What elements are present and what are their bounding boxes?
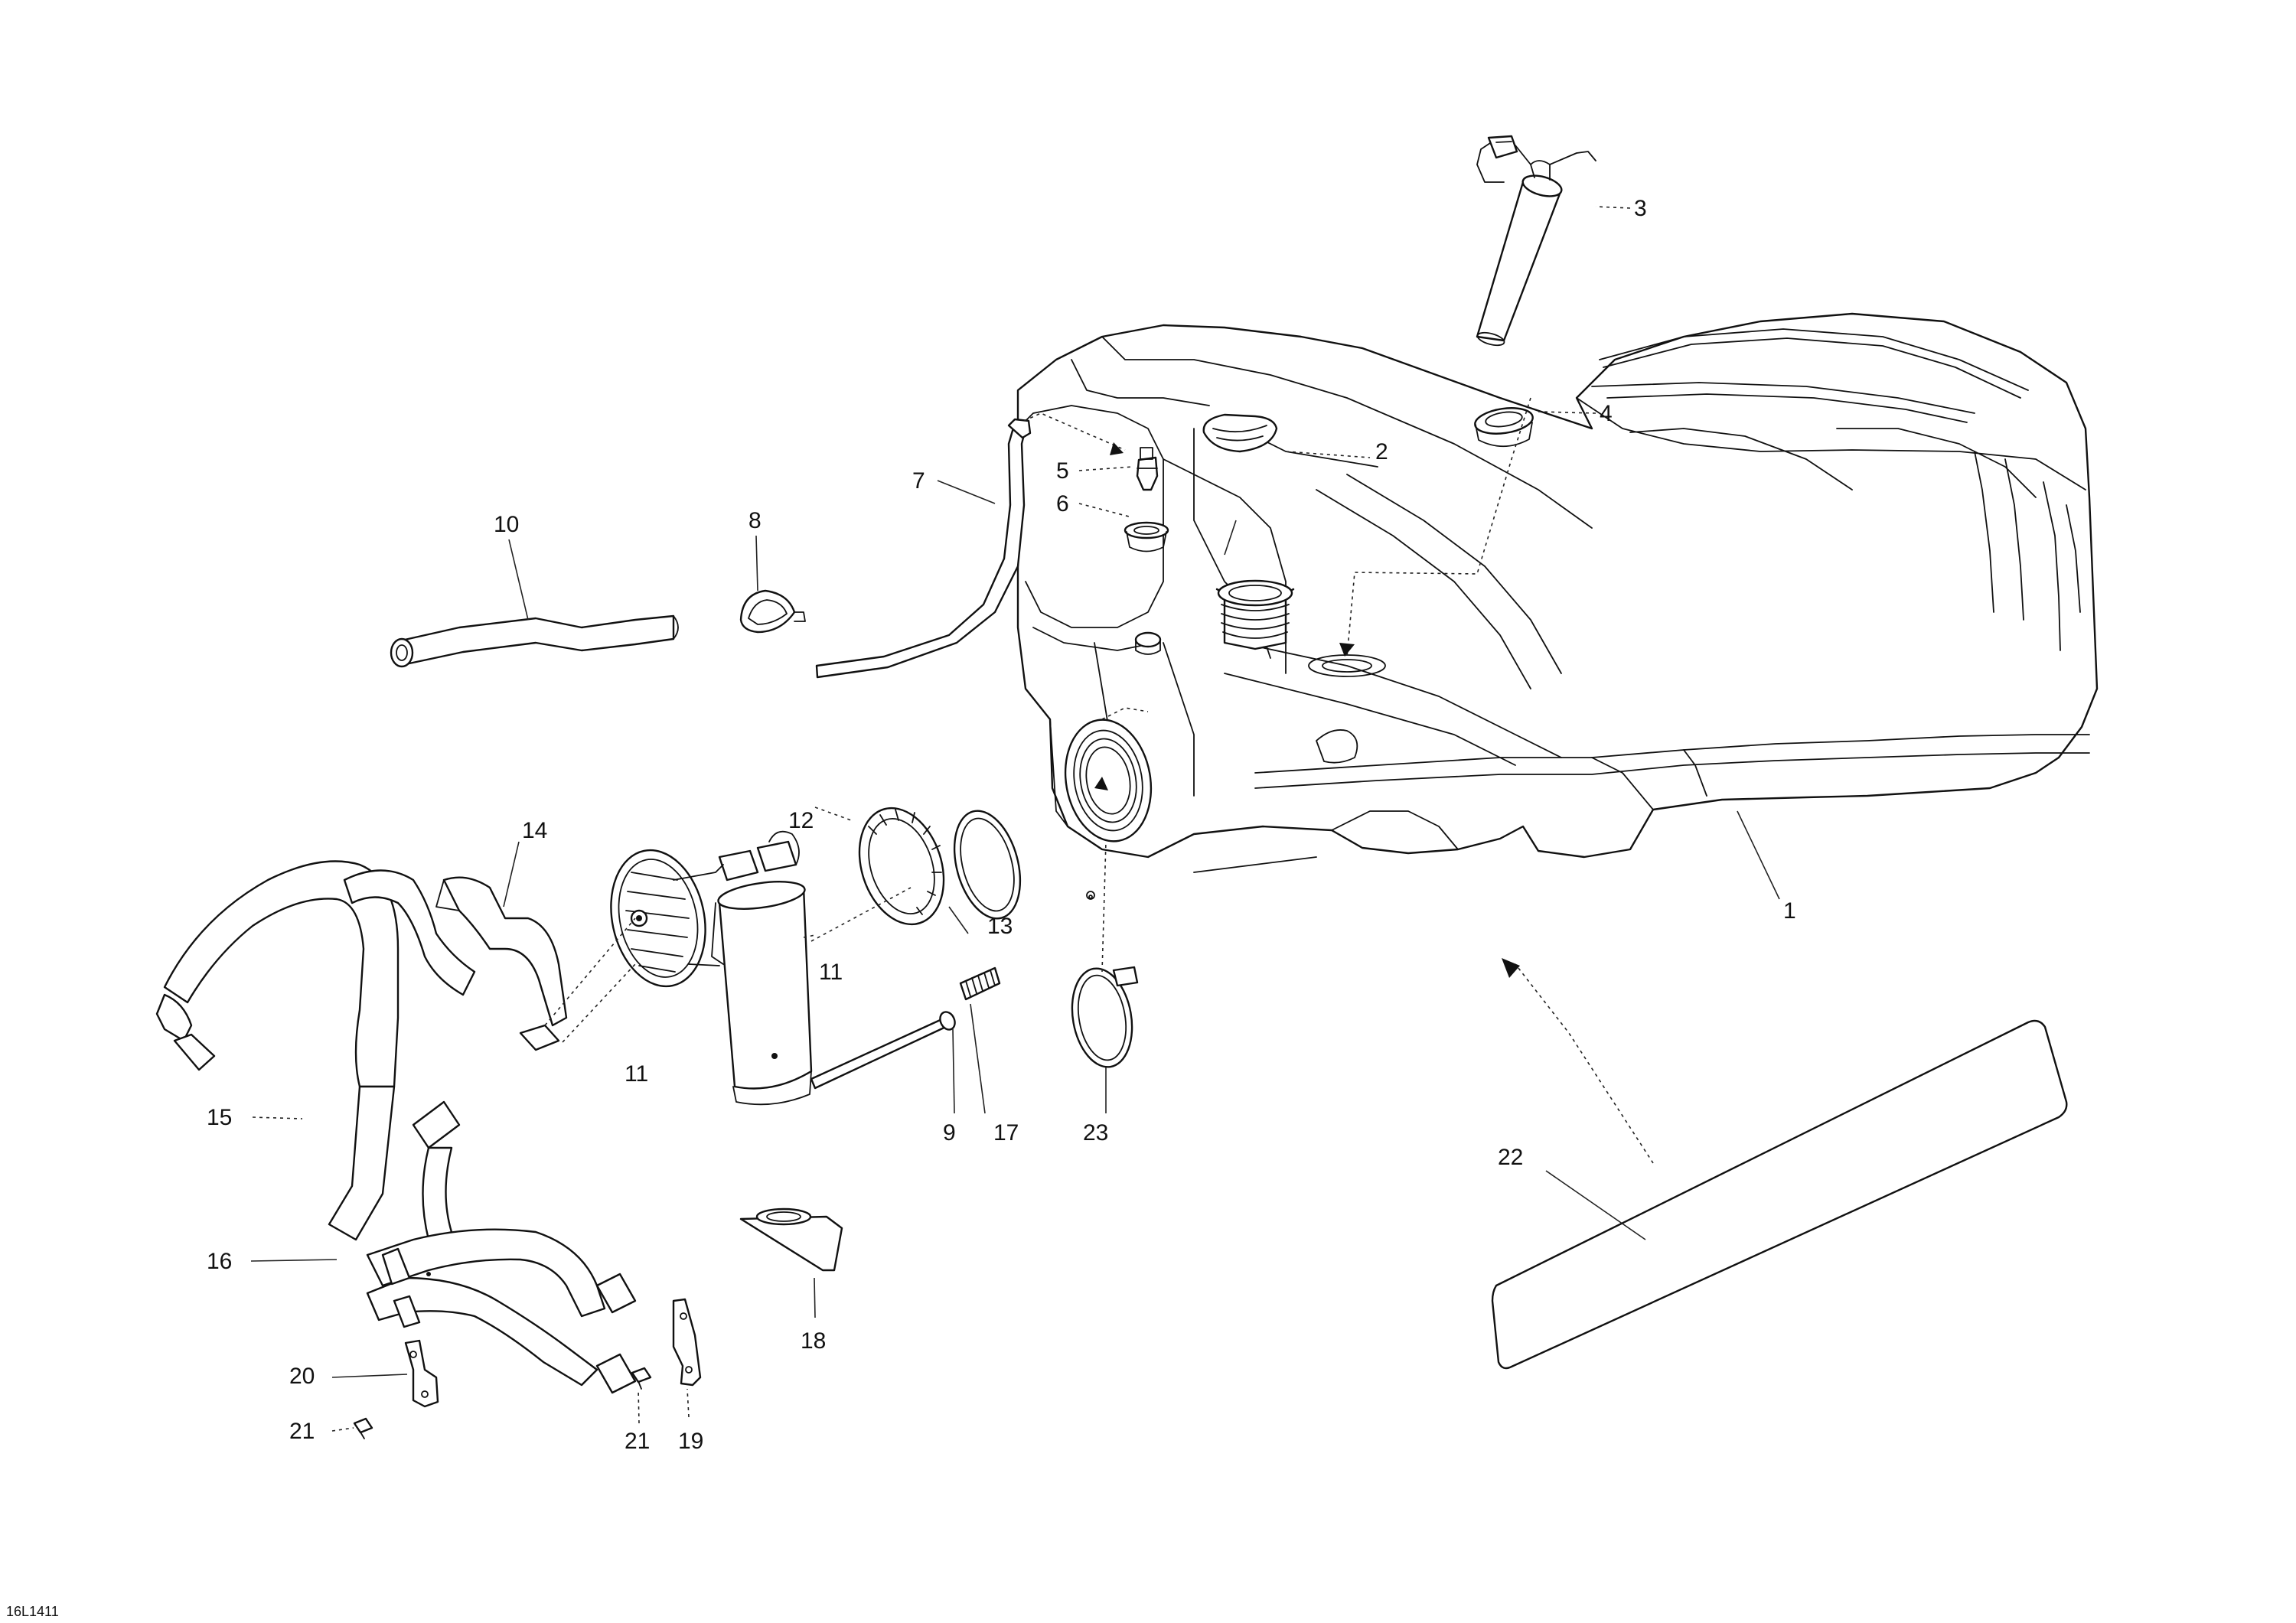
callout-21-left: 21 bbox=[289, 1419, 315, 1444]
hose-clamp-8 bbox=[739, 589, 806, 634]
leader-lines bbox=[250, 206, 1780, 1432]
valve-grommet bbox=[1124, 521, 1169, 552]
callout-7: 7 bbox=[912, 468, 925, 494]
callout-11-flange: 11 bbox=[625, 1061, 648, 1087]
callout-20: 20 bbox=[289, 1364, 315, 1389]
fuel-pump-module bbox=[610, 830, 813, 1106]
callout-17: 17 bbox=[993, 1120, 1019, 1146]
callout-14: 14 bbox=[522, 818, 547, 843]
hose-15 bbox=[155, 860, 476, 1241]
fuel-level-sender bbox=[1476, 135, 1596, 347]
callout-5: 5 bbox=[1056, 458, 1069, 484]
callout-19: 19 bbox=[678, 1429, 703, 1454]
hose-14 bbox=[435, 876, 568, 1051]
callout-10: 10 bbox=[494, 512, 519, 537]
o-ring bbox=[953, 810, 1022, 920]
bracket-19 bbox=[672, 1298, 702, 1387]
callout-3: 3 bbox=[1634, 196, 1647, 221]
callout-8: 8 bbox=[748, 508, 762, 533]
callout-16: 16 bbox=[207, 1249, 232, 1274]
callout-1: 1 bbox=[1783, 898, 1796, 924]
fuel-tank bbox=[1016, 312, 2099, 900]
callout-23: 23 bbox=[1083, 1120, 1108, 1146]
callout-22: 22 bbox=[1498, 1145, 1523, 1170]
hose-16 bbox=[366, 1228, 637, 1394]
screw-21-right bbox=[631, 1367, 652, 1390]
sender-grommet bbox=[1474, 407, 1534, 448]
hose-10 bbox=[390, 614, 679, 668]
vent-valve bbox=[1136, 447, 1159, 491]
pickup-tube bbox=[810, 1011, 956, 1090]
hose-clamp-23 bbox=[1071, 966, 1139, 1068]
callout-labels: 1 2 3 4 5 6 7 8 9 10 11 11 12 13 14 15 1… bbox=[207, 196, 1796, 1454]
callout-2: 2 bbox=[1375, 439, 1388, 464]
lock-ring bbox=[858, 807, 945, 926]
screw-21-left bbox=[353, 1417, 373, 1439]
bracket-20 bbox=[404, 1339, 439, 1408]
filler-cap bbox=[1202, 413, 1278, 453]
callout-15: 15 bbox=[207, 1105, 232, 1130]
callout-21-right: 21 bbox=[625, 1429, 650, 1454]
callout-11-canister: 11 bbox=[819, 960, 843, 985]
tank-pad bbox=[1491, 1019, 2068, 1370]
callout-6: 6 bbox=[1056, 491, 1069, 517]
callout-4: 4 bbox=[1600, 401, 1613, 426]
vent-hose bbox=[815, 418, 1032, 679]
pickup-screen bbox=[959, 966, 1001, 1001]
diagram-reference-code: 16L1411 bbox=[6, 1604, 59, 1619]
callout-9: 9 bbox=[943, 1120, 956, 1146]
filter-funnel bbox=[739, 1207, 843, 1272]
callout-18: 18 bbox=[801, 1328, 826, 1354]
callout-13: 13 bbox=[987, 914, 1013, 939]
callout-12: 12 bbox=[788, 808, 814, 833]
